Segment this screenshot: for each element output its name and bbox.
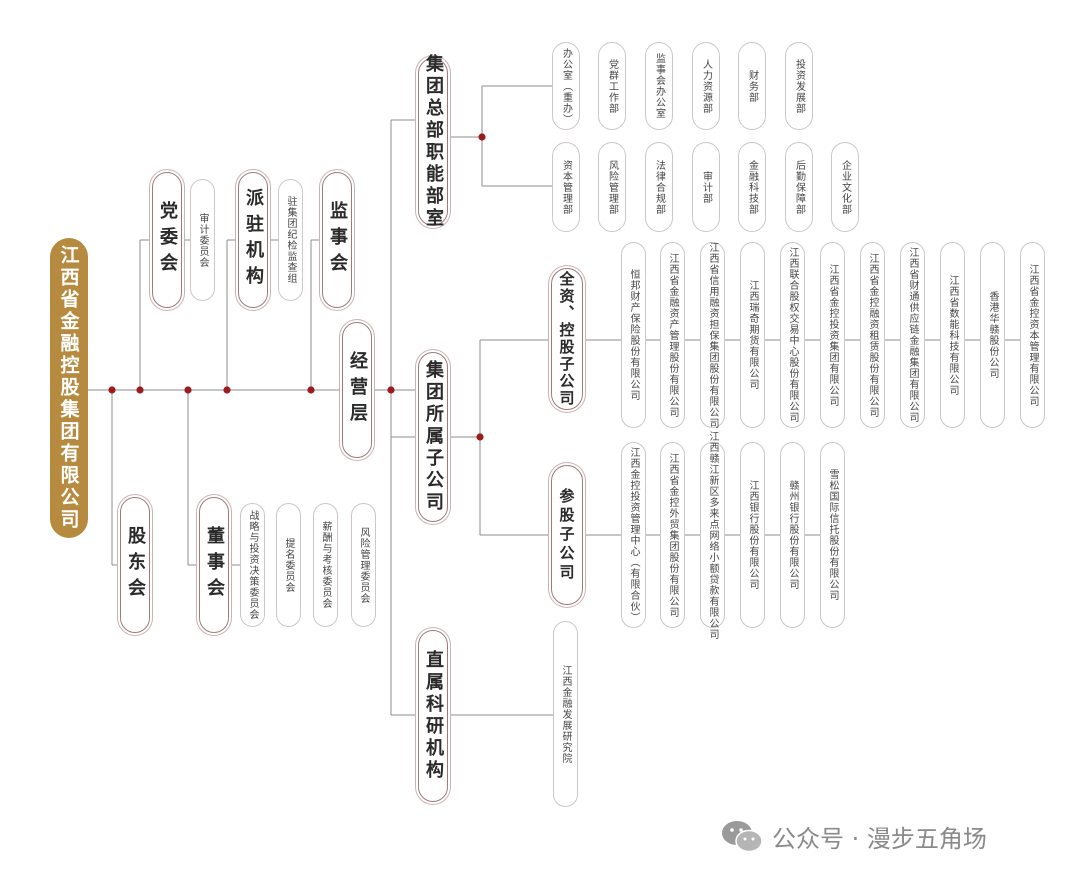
hq-department: 监事会办公室 bbox=[645, 42, 673, 130]
controlled-subsidiary: 江西瑞奇期货有限公司 bbox=[740, 242, 765, 428]
board-committee: 战略与投资决策委员会 bbox=[240, 503, 265, 627]
research-institute: 江西金融发展研究院 bbox=[553, 621, 578, 807]
participating-subsidiary: 赣州银行股份有限公司 bbox=[780, 442, 805, 628]
hq-functional-departments: 集团总部职能部室 bbox=[418, 54, 448, 230]
research-institutions: 直属科研机构 bbox=[418, 630, 448, 802]
board-of-directors: 董事会 bbox=[199, 497, 229, 633]
hq-department: 投资发展部 bbox=[785, 42, 813, 130]
board-committee: 提名委员会 bbox=[276, 503, 301, 627]
audit-committee: 审计委员会 bbox=[190, 179, 215, 301]
controlled-subsidiary: 江西省数能科技有限公司 bbox=[940, 242, 965, 428]
participating-subsidiary: 江西赣江新区多来点网络小额贷款有限公司 bbox=[700, 431, 725, 640]
participating-subsidiary: 江西省金控外贸集团股份有限公司 bbox=[660, 442, 685, 628]
watermark: 公众号 · 漫步五角场 bbox=[720, 818, 987, 854]
controlled-subsidiary: 江西省财通供应链金融集团有限公司 bbox=[900, 242, 925, 428]
group-subsidiaries: 集团所属子公司 bbox=[418, 352, 448, 522]
controlled-subsidiary: 江西省信用融资担保集团股份有限公司 bbox=[700, 242, 725, 429]
hq-department: 风险管理部 bbox=[598, 142, 626, 232]
participating-subsidiaries-category: 参股子公司 bbox=[551, 465, 583, 605]
junction-dots bbox=[108, 133, 486, 441]
controlled-subsidiaries-category: 全资、控股子公司 bbox=[551, 268, 583, 410]
hq-department: 资本管理部 bbox=[552, 142, 580, 232]
root-label: 江西省金融控股集团有限公司 bbox=[57, 245, 80, 531]
controlled-subsidiary: 恒邦财产保险股份有限公司 bbox=[621, 242, 646, 428]
root-company: 江西省金融控股集团有限公司 bbox=[50, 238, 88, 538]
party-committee: 党委会 bbox=[152, 172, 182, 308]
controlled-subsidiary: 江西省金控投资集团有限公司 bbox=[820, 242, 845, 428]
board-of-supervisors: 监事会 bbox=[322, 172, 352, 308]
hq-department: 金融科技部 bbox=[738, 142, 766, 232]
controlled-subsidiary: 江西联合股权交易中心股份有限公司 bbox=[780, 242, 805, 428]
hq-department: 后勤保障部 bbox=[785, 142, 813, 232]
board-committee: 风险管理委员会 bbox=[351, 503, 376, 627]
wechat-icon bbox=[722, 821, 763, 853]
hq-department: 企业文化部 bbox=[831, 142, 859, 232]
participating-subsidiary: 江西银行股份有限公司 bbox=[740, 442, 765, 628]
hq-department: 法律合规部 bbox=[645, 142, 673, 232]
shareholders-meeting: 股东会 bbox=[120, 497, 150, 633]
controlled-subsidiary: 江西省金融资产管理股份有限公司 bbox=[660, 242, 685, 428]
hq-department: 人力资源部 bbox=[692, 42, 720, 130]
dispatched-agency: 派驻机构 bbox=[238, 172, 268, 308]
hq-department: 审计部 bbox=[692, 142, 720, 232]
participating-subsidiary: 雪松国际信托股份有限公司 bbox=[820, 442, 845, 628]
discipline-inspection-group: 驻集团纪检监查组 bbox=[278, 179, 303, 301]
board-committee: 薪酬与考核委员会 bbox=[313, 503, 338, 627]
controlled-subsidiary: 香港华赣股份公司 bbox=[980, 242, 1005, 428]
controlled-subsidiary: 江西省金控融资租赁股份有限公司 bbox=[860, 242, 885, 428]
hq-department: 办公室（重办） bbox=[552, 42, 580, 130]
management: 经营层 bbox=[342, 322, 372, 458]
hq-department: 财务部 bbox=[738, 42, 766, 130]
hq-department: 党群工作部 bbox=[598, 42, 626, 130]
participating-subsidiary: 江西金控投资管理中心（有限合伙） bbox=[621, 442, 646, 628]
watermark-text: 公众号 · 漫步五角场 bbox=[772, 824, 987, 853]
controlled-subsidiary: 江西省金控资本管理有限公司 bbox=[1020, 242, 1045, 428]
